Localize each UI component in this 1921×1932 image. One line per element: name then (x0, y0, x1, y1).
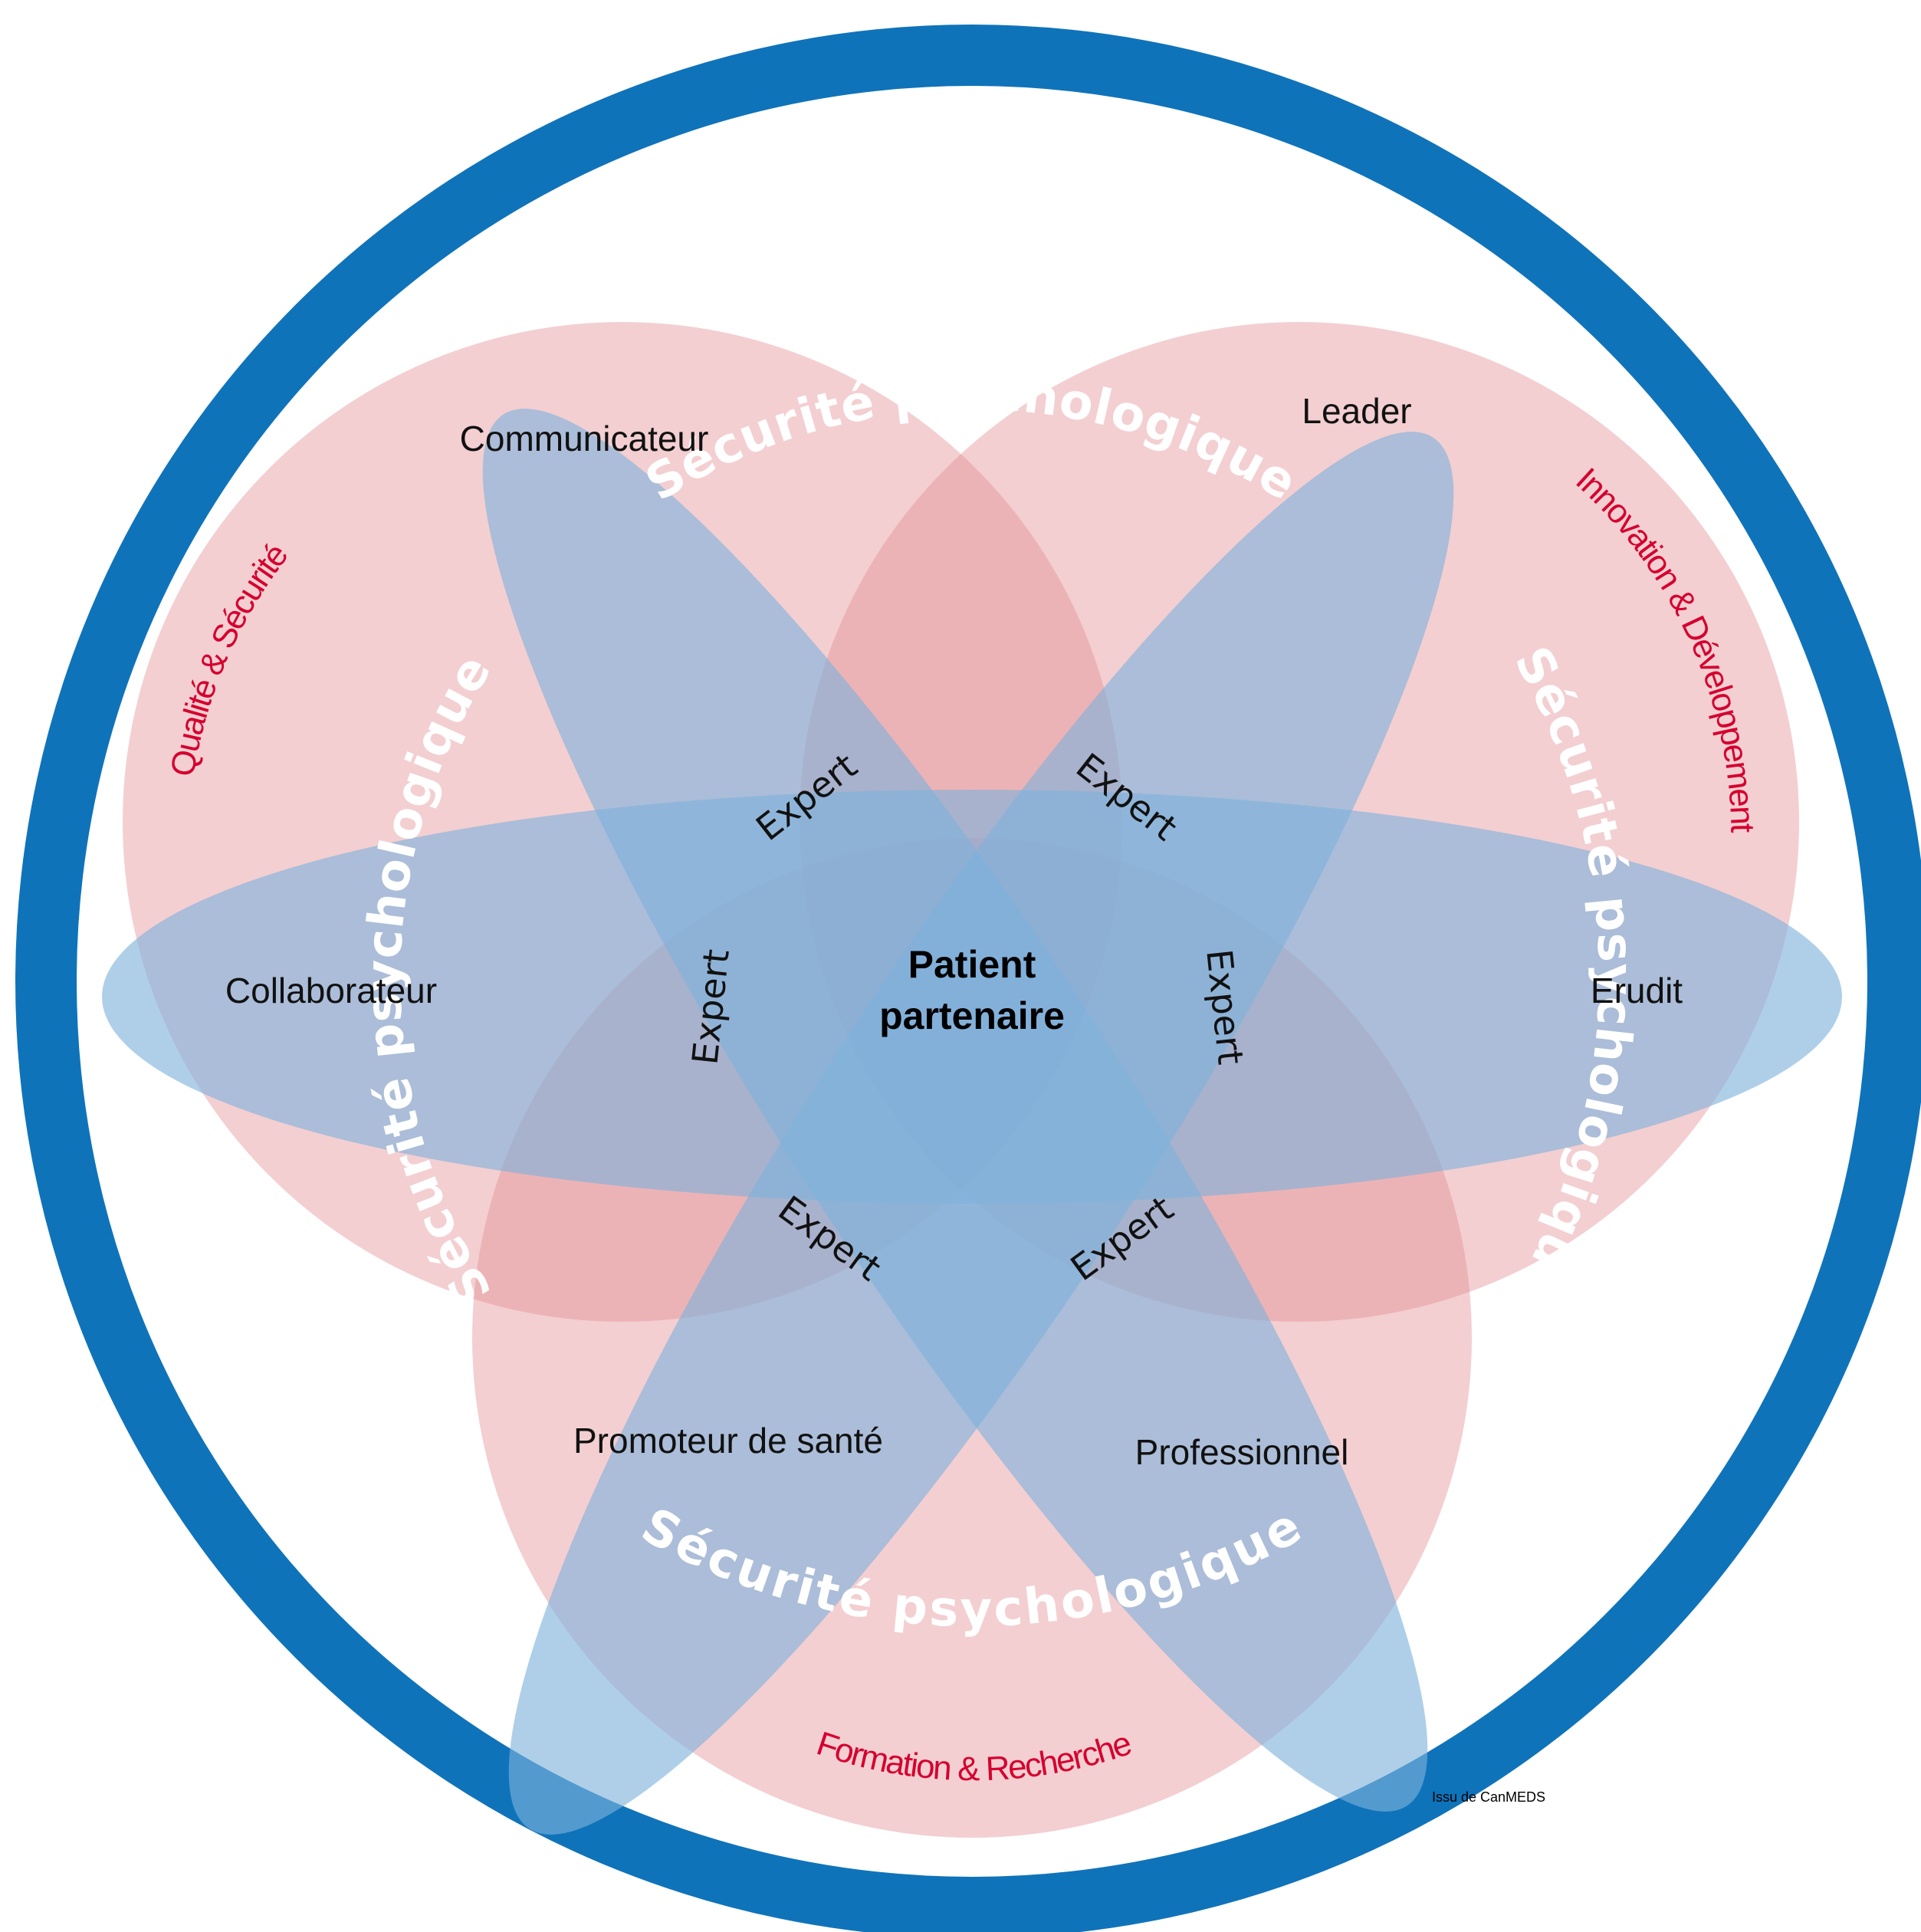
role-ellipses (102, 409, 1842, 1835)
center-label-line1: Patient (908, 943, 1036, 986)
role-label-leader: Leader (1302, 391, 1411, 431)
center-label-line2: partenaire (879, 994, 1065, 1037)
source-note: Issu de CanMEDS (1432, 1789, 1545, 1805)
role-label-communicator: Communicateur (460, 419, 709, 458)
role-label-professional: Professionnel (1135, 1432, 1349, 1472)
role-label-health-advocate: Promoteur de santé (573, 1421, 883, 1460)
role-label-collaborator: Collaborateur (225, 971, 437, 1010)
security-ring (15, 25, 1921, 1932)
role-label-scholar: Erudit (1591, 971, 1683, 1010)
role-ellipse-diagonal-up (508, 432, 1454, 1835)
